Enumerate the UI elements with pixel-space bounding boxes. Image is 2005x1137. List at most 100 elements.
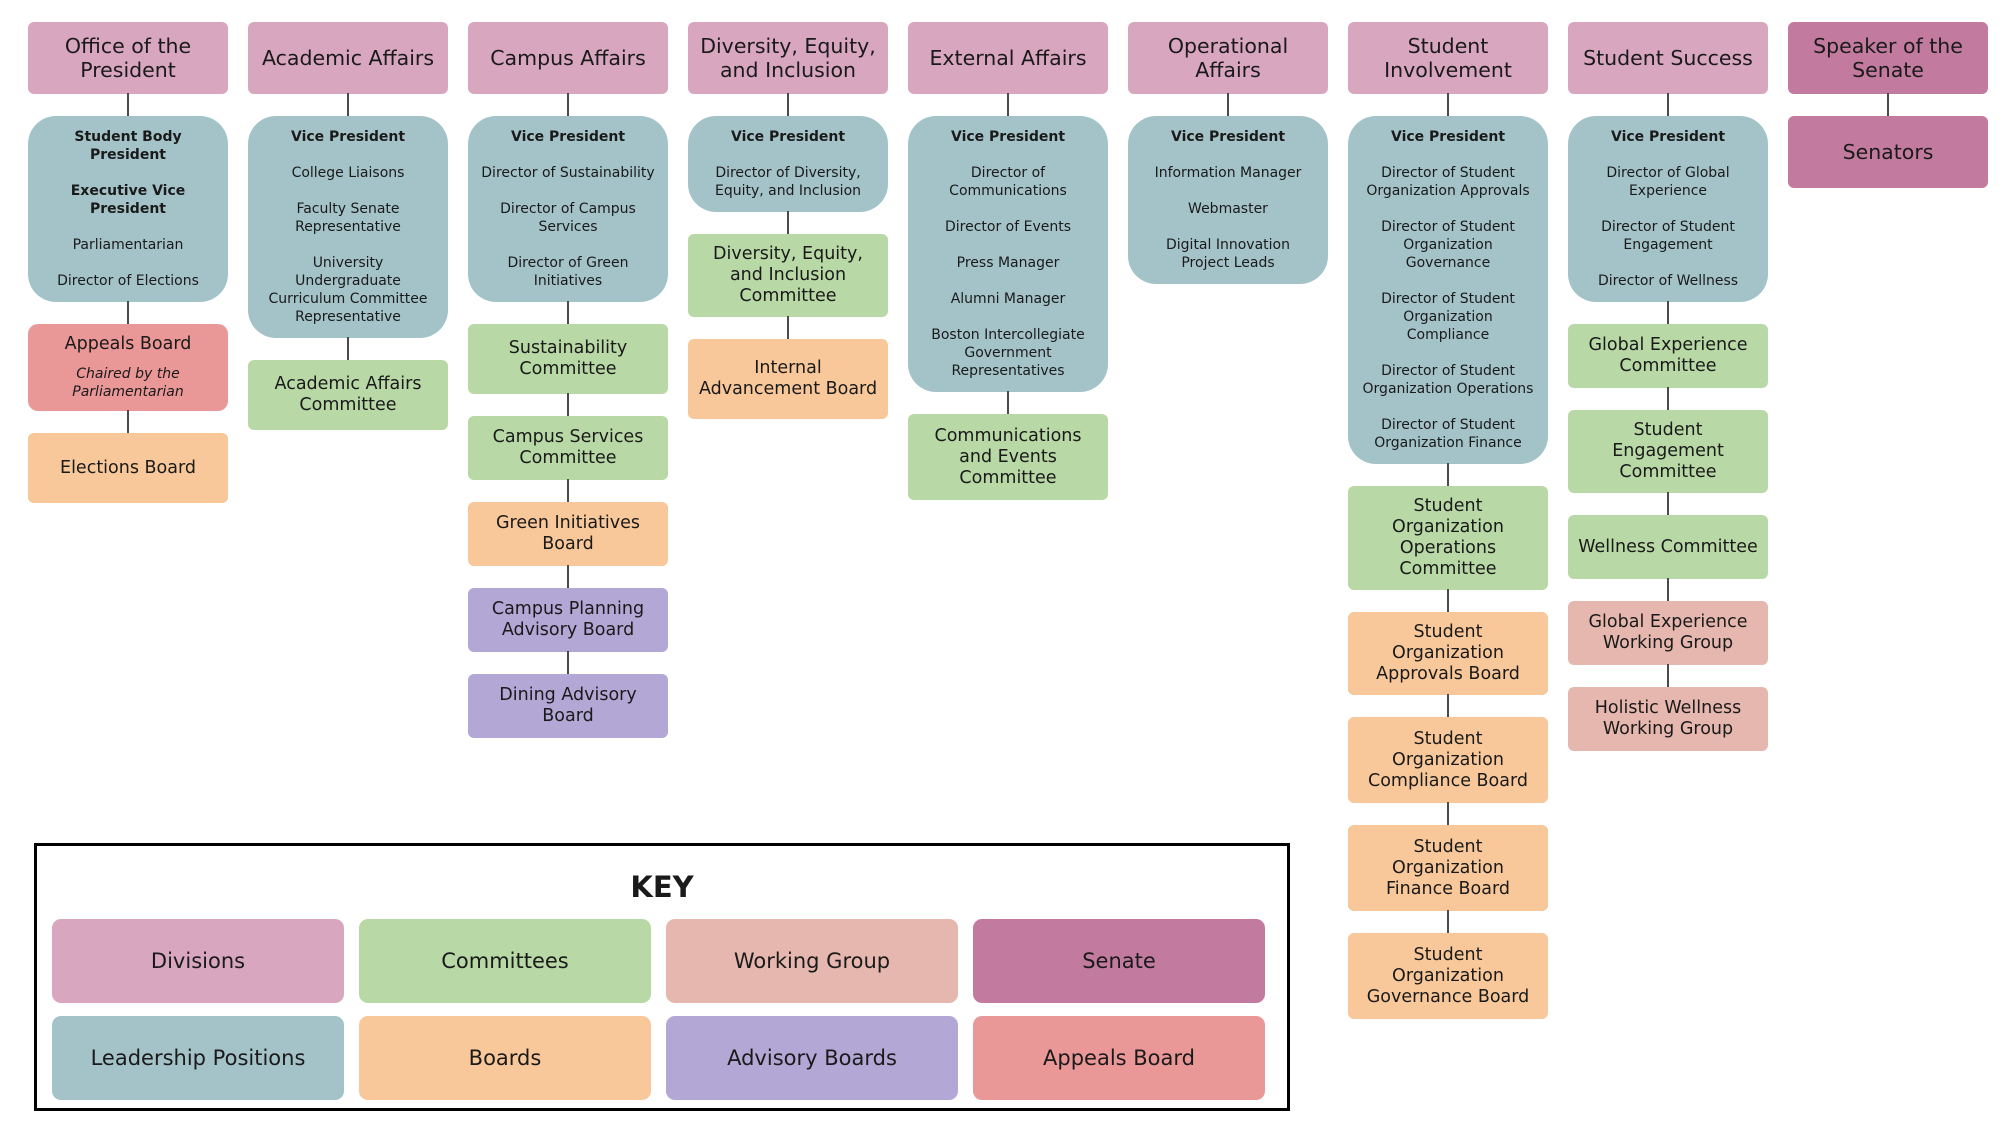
committee-label: Communications and Events Committee [934,425,1082,488]
senate-division-box: Speaker of the Senate [1788,22,1988,94]
board-box: Student Organization Finance Board [1348,802,1548,911]
division-box: Student Success [1568,22,1768,94]
position-title: Vice President [1610,129,1726,145]
position-title: Vice President [730,129,846,145]
position-title: Webmaster [1188,201,1268,217]
committee-label: Diversity, Equity, and Inclusion Committ… [713,244,863,306]
committee-box: Student Engagement Committee [1568,387,1768,493]
position-title: Digital Innovation Project Leads [1166,237,1290,271]
position-title: Vice President [510,129,626,145]
position-title: Student Body President [74,129,182,163]
position-title: Director of Campus Services [500,201,636,235]
advisory-box: Dining Advisory Board [468,651,668,738]
committee-label: Sustainability Committee [508,338,628,379]
board-label: Internal Advancement Board [698,358,878,399]
position-title: Director of Student Organization Complia… [1381,291,1515,343]
working-label: Global Experience Working Group [1588,612,1748,653]
board-label: Student Organization Compliance Board [1367,728,1528,791]
division-box: External Affairs [908,22,1108,94]
board-label: Green Initiatives Board [495,513,641,554]
committee-label: Student Engagement Committee [1612,420,1724,482]
position-title: College Liaisons [291,165,405,181]
board-box: Elections Board [28,410,228,503]
position-title: Vice President [950,129,1066,145]
position-title: Director of Elections [57,273,199,289]
advisory-label: Dining Advisory Board [499,685,637,726]
working-box: Global Experience Working Group [1568,578,1768,665]
advisory-box: Campus Planning Advisory Board [468,565,668,652]
working-box: Holistic Wellness Working Group [1568,664,1768,751]
board-box: Student Organization Compliance Board [1348,694,1548,803]
position-title: Director of Wellness [1597,273,1739,289]
committee-box: Wellness Committee [1568,492,1768,579]
division-box: Student Involvement [1348,22,1548,94]
committee-box: Student Organization Operations Committe… [1348,463,1548,590]
advisory-label: Campus Planning Advisory Board [491,599,645,640]
appeals-label: Appeals Board [64,334,192,354]
position-title: Vice President [1170,129,1286,145]
key-item-boards: Boards [359,1016,651,1100]
board-box: Internal Advancement Board [688,316,888,419]
position-title: Director of Student Organization Approva… [1366,165,1530,199]
board-box: Student Organization Governance Board [1348,910,1548,1019]
board-label: Student Organization Finance Board [1386,836,1510,899]
board-label: Student Organization Governance Board [1366,944,1530,1007]
board-label: Elections Board [60,457,196,478]
position-title: Director of Green Initiatives [507,255,629,289]
board-box: Green Initiatives Board [468,479,668,566]
position-title: Executive Vice President [70,183,186,217]
position-title: Faculty Senate Representative [295,201,401,235]
position-title: Information Manager [1154,165,1302,181]
position-title: Director of Communications [949,165,1067,199]
position-title: Director of Events [944,219,1072,235]
key-item-appeals-board: Appeals Board [973,1016,1265,1100]
key-item-advisory-boards: Advisory Boards [666,1016,958,1100]
division-box: Campus Affairs [468,22,668,94]
key-item-committees: Committees [359,919,651,1003]
committee-label: Global Experience Committee [1588,335,1748,376]
committee-label: Campus Services Committee [492,427,644,468]
position-title: Boston Intercollegiate Government Repres… [931,327,1085,379]
senators-label: Senators [1842,140,1934,164]
committee-box: Diversity, Equity, and Inclusion Committ… [688,211,888,317]
senators-box: Senators [1788,93,1988,188]
position-title: Vice President [1390,129,1506,145]
division-box: Operational Affairs [1128,22,1328,94]
key-item-leadership-positions: Leadership Positions [52,1016,344,1100]
committee-label: Wellness Committee [1578,536,1758,557]
division-box: Office of the President [28,22,228,94]
appeals-note: Chaired by the Parliamentarian [72,366,184,400]
key-item-working-group: Working Group [666,919,958,1003]
position-title: University Undergraduate Curriculum Comm… [268,255,428,325]
division-box: Diversity, Equity, and Inclusion [688,22,888,94]
committee-box: Academic Affairs Committee [248,337,448,430]
position-title: Director of Student Organization Operati… [1362,363,1534,397]
key-title: KEY [630,870,694,904]
committee-box: Communications and Events Committee [908,391,1108,500]
position-title: Director of Global Experience [1606,165,1730,199]
position-title: Press Manager [956,255,1060,271]
committee-label: Student Organization Operations Committe… [1392,496,1504,579]
position-title: Director of Student Organization Finance [1374,417,1522,451]
position-title: Alumni Manager [950,291,1066,307]
position-title: Director of Diversity, Equity, and Inclu… [714,165,862,199]
